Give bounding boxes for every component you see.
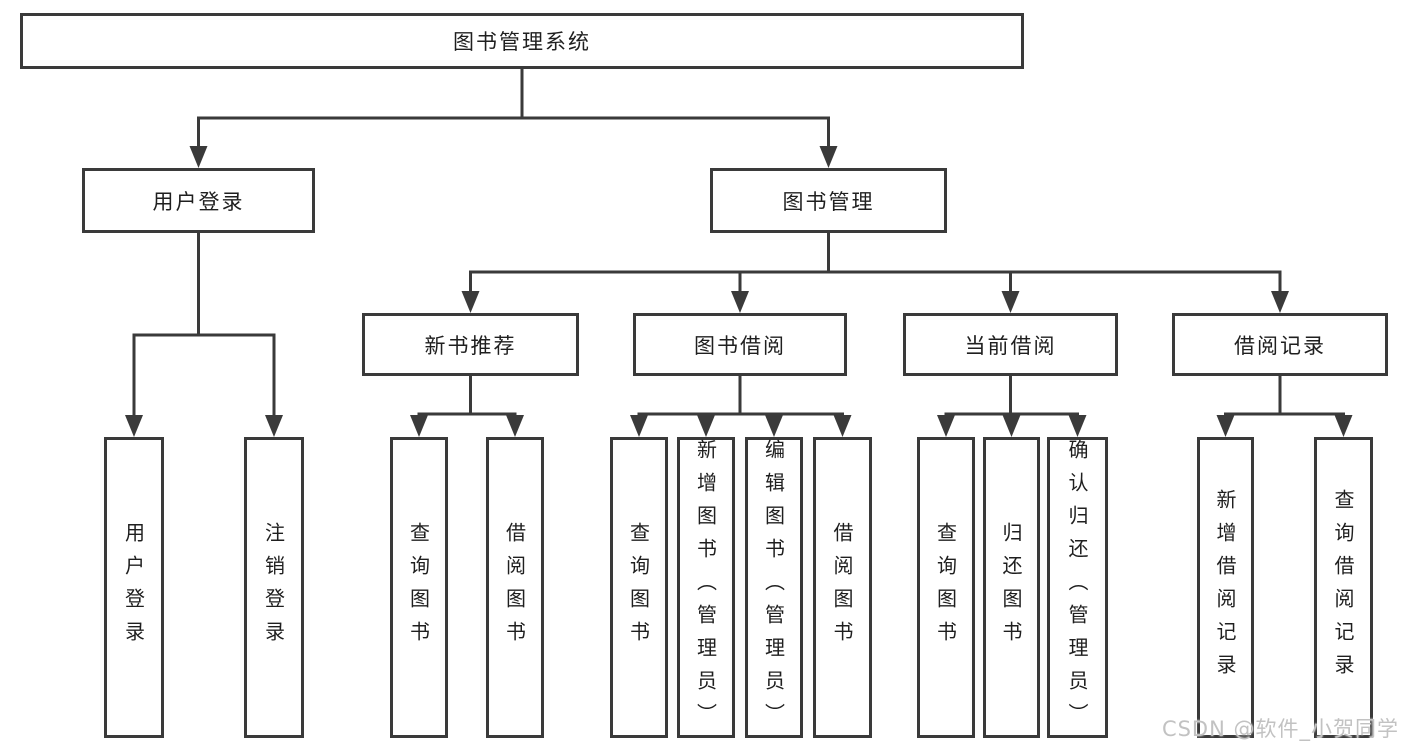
leaf-return-books: 归还图书 xyxy=(983,437,1040,738)
leaf-logout-label: 注销登录 xyxy=(261,521,286,654)
node-book-borrow: 图书借阅 xyxy=(633,313,847,376)
leaf-borrow-books-2: 借阅图书 xyxy=(813,437,872,738)
leaf-borrow-books-1-label: 借阅图书 xyxy=(502,521,527,654)
leaf-logout: 注销登录 xyxy=(244,437,304,738)
node-borrow-records-label: 借阅记录 xyxy=(1234,333,1326,358)
leaf-edit-books-admin: 编辑图书（管理员） xyxy=(745,437,803,738)
leaf-confirm-return-admin: 确认归还（管理员） xyxy=(1047,437,1108,738)
leaf-query-books-3: 查询图书 xyxy=(917,437,975,738)
node-user-login: 用户登录 xyxy=(82,168,315,233)
node-book-management: 图书管理 xyxy=(710,168,947,233)
node-root-label: 图书管理系统 xyxy=(453,30,591,54)
arrowheads xyxy=(125,146,1353,437)
leaf-add-books-admin: 新增图书（管理员） xyxy=(677,437,735,738)
csdn-watermark: CSDN @软件_小贺同学 xyxy=(1161,717,1399,741)
node-root: 图书管理系统 xyxy=(20,13,1024,69)
leaf-query-borrow-record: 查询借阅记录 xyxy=(1314,437,1373,738)
node-book-management-label: 图书管理 xyxy=(782,189,875,214)
leaf-query-books-2: 查询图书 xyxy=(610,437,668,738)
leaf-edit-books-admin-label: 编辑图书（管理员） xyxy=(761,439,786,736)
node-new-book-recommend: 新书推荐 xyxy=(362,313,579,376)
leaf-add-books-admin-label: 新增图书（管理员） xyxy=(693,439,718,736)
node-current-borrow-label: 当前借阅 xyxy=(964,333,1057,358)
leaf-user-login-label: 用户登录 xyxy=(121,521,146,654)
leaf-query-books-3-label: 查询图书 xyxy=(933,521,958,654)
node-book-borrow-label: 图书借阅 xyxy=(694,333,786,358)
node-borrow-records: 借阅记录 xyxy=(1172,313,1388,376)
leaf-confirm-return-admin-label: 确认归还（管理员） xyxy=(1065,439,1089,736)
leaf-query-books-2-label: 查询图书 xyxy=(626,521,651,654)
node-user-login-label: 用户登录 xyxy=(152,189,245,214)
leaf-borrow-books-1: 借阅图书 xyxy=(486,437,544,738)
leaf-add-borrow-record: 新增借阅记录 xyxy=(1197,437,1254,738)
node-new-book-recommend-label: 新书推荐 xyxy=(424,333,517,358)
leaf-add-borrow-record-label: 新增借阅记录 xyxy=(1213,488,1237,687)
leaf-query-books-1: 查询图书 xyxy=(390,437,448,738)
leaf-borrow-books-2-label: 借阅图书 xyxy=(830,521,854,654)
leaf-query-borrow-record-label: 查询借阅记录 xyxy=(1331,488,1355,687)
leaf-return-books-label: 归还图书 xyxy=(999,521,1023,654)
node-current-borrow: 当前借阅 xyxy=(903,313,1118,376)
leaf-query-books-1-label: 查询图书 xyxy=(406,521,431,654)
leaf-user-login: 用户登录 xyxy=(104,437,164,738)
